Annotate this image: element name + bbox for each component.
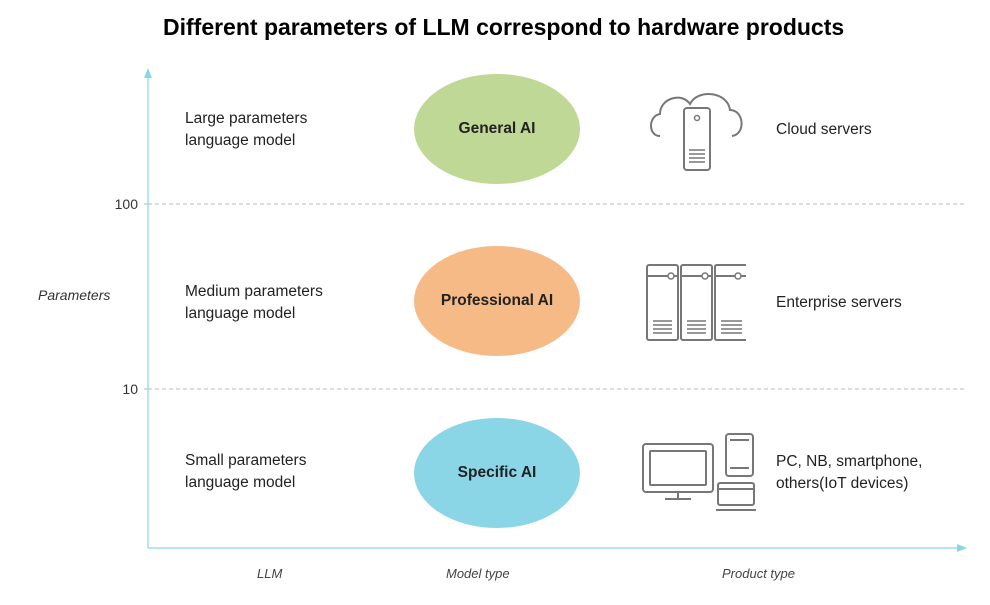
model-professional-ai-label: Professional AI (440, 292, 554, 309)
llm-label-large-line1: Large parameters (185, 110, 308, 127)
devices-icon (642, 433, 756, 511)
llm-label-large-line2: language model (185, 132, 296, 149)
x-axis-arrow (957, 544, 967, 552)
model-specific-ai: Specific AI (414, 418, 580, 528)
y-axis-arrow (144, 68, 152, 78)
llm-label-medium: Medium parameters language model (185, 281, 385, 325)
tick-label-10: 10 (122, 381, 138, 397)
column-label-llm: LLM (257, 566, 283, 581)
model-professional-ai: Professional AI (414, 246, 580, 356)
product-label-enterprise: Enterprise servers (776, 292, 976, 314)
product-label-devices: PC, NB, smartphone, others(IoT devices) (776, 451, 976, 495)
y-axis-label: Parameters (38, 287, 111, 303)
model-specific-ai-label: Specific AI (457, 464, 537, 481)
enterprise-servers-icon (646, 264, 746, 341)
cloud-server-icon (650, 92, 743, 171)
product-label-enterprise-line1: Enterprise servers (776, 294, 902, 311)
model-general-ai-label: General AI (458, 120, 536, 137)
product-label-devices-line1: PC, NB, smartphone, (776, 453, 923, 470)
llm-label-small-line2: language model (185, 474, 296, 491)
llm-label-medium-line2: language model (185, 305, 296, 322)
llm-label-small-line1: Small parameters (185, 452, 307, 469)
column-label-product-type: Product type (722, 566, 795, 581)
column-label-model-type: Model type (446, 566, 510, 581)
llm-label-medium-line1: Medium parameters (185, 283, 323, 300)
model-general-ai: General AI (414, 74, 580, 184)
diagram-title: Different parameters of LLM correspond t… (163, 14, 845, 40)
tick-label-100: 100 (114, 196, 138, 212)
product-label-cloud: Cloud servers (776, 119, 976, 141)
llm-label-large: Large parameters language model (185, 108, 385, 152)
llm-label-small: Small parameters language model (185, 450, 385, 494)
product-label-cloud-line1: Cloud servers (776, 121, 872, 138)
product-label-devices-line2: others(IoT devices) (776, 475, 909, 492)
